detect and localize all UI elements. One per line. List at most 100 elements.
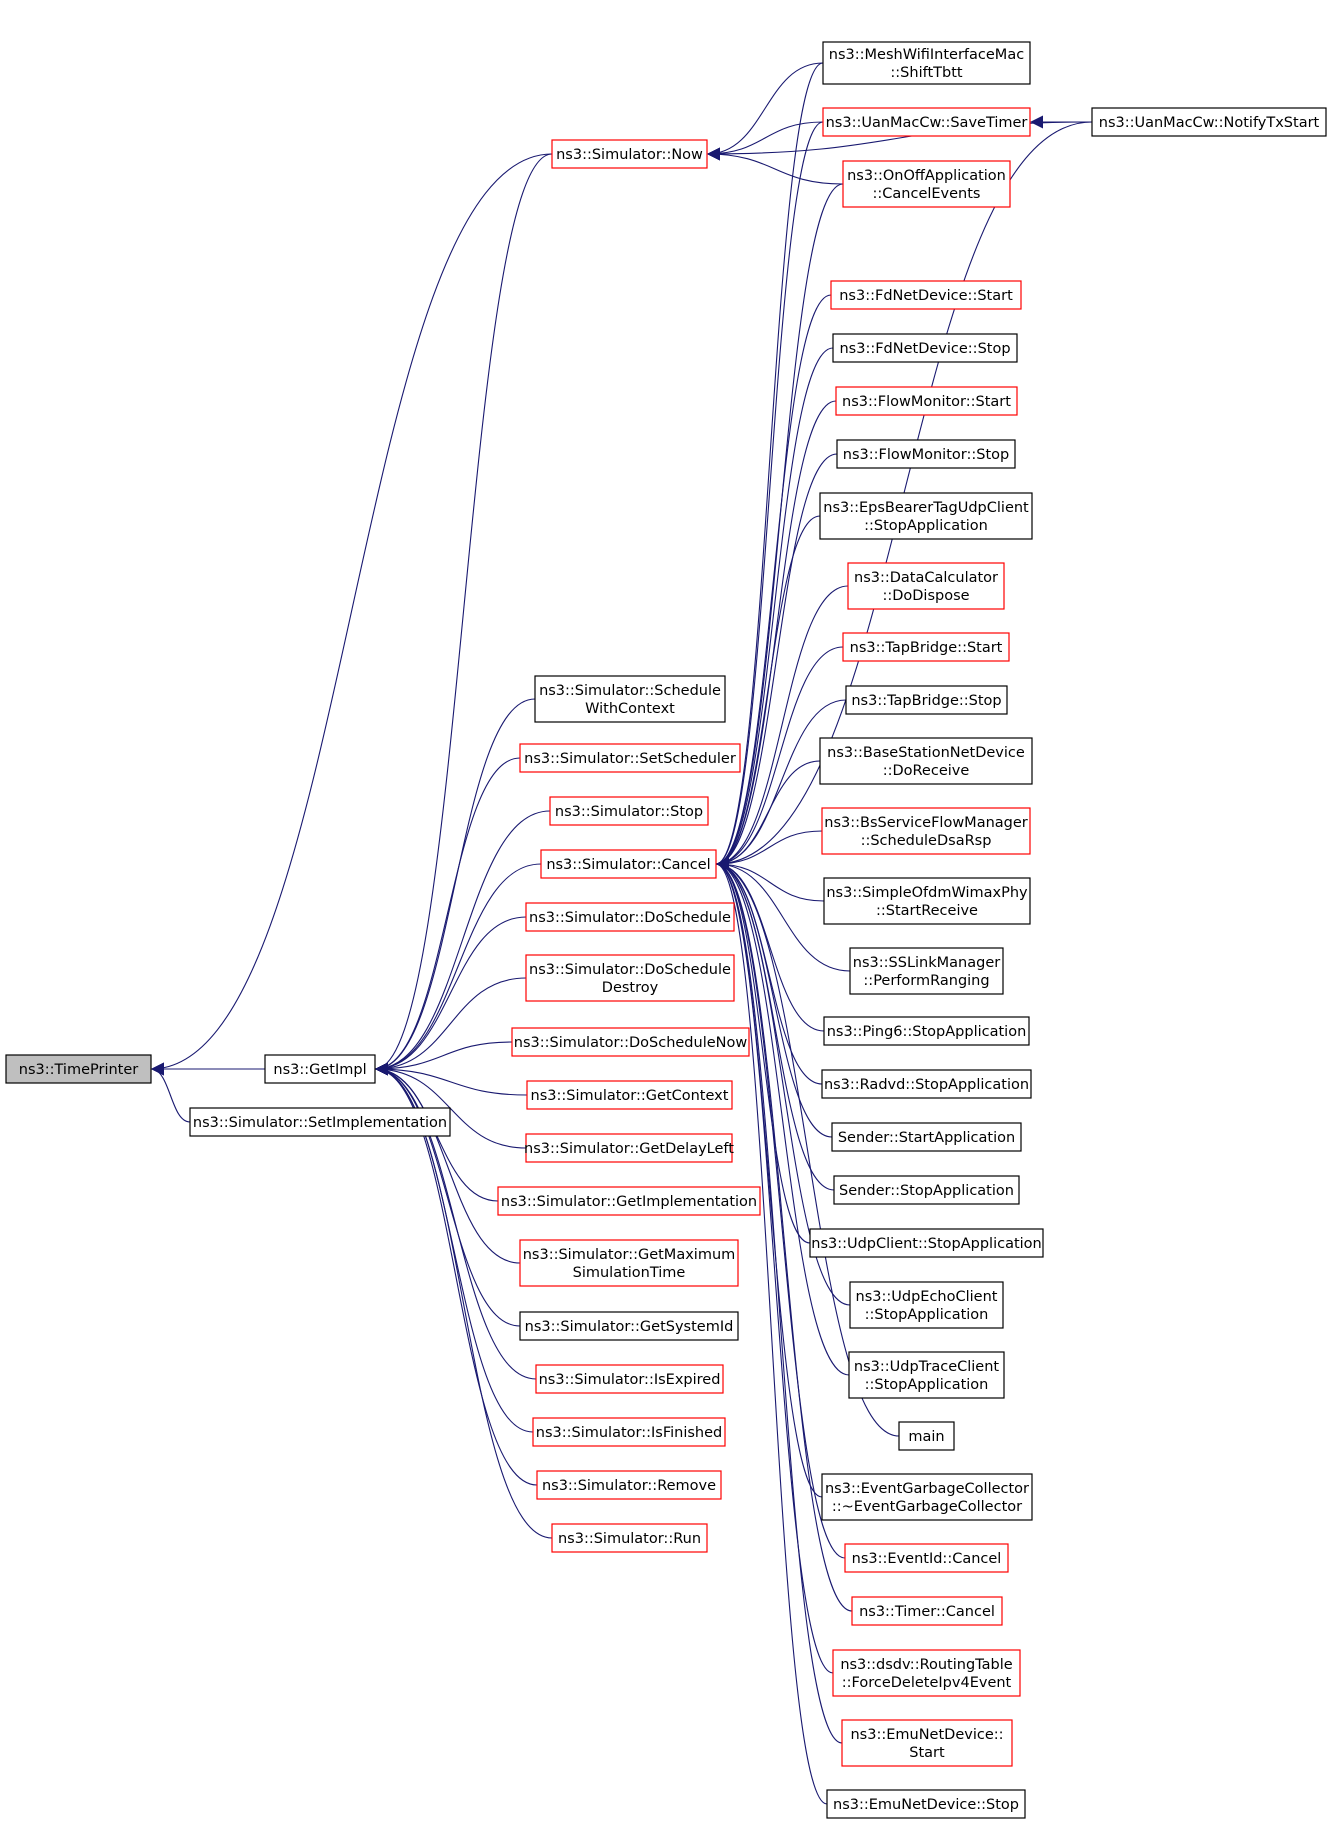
- node-onoffcancel[interactable]: ns3::OnOffApplication::CancelEvents: [842, 160, 1011, 208]
- node-datacalc[interactable]: ns3::DataCalculator::DoDispose: [847, 562, 1005, 610]
- node-basestation[interactable]: ns3::BaseStationNetDevice::DoReceive: [819, 737, 1033, 785]
- node-label: ns3::Simulator::GetMaximum: [523, 1247, 736, 1263]
- node-label: ns3::Simulator::GetContext: [531, 1088, 729, 1104]
- node-label: SimulationTime: [573, 1265, 686, 1281]
- node-udptrace[interactable]: ns3::UdpTraceClient::StopApplication: [848, 1351, 1005, 1399]
- edge-simpleofdm-to-cancel: [715, 857, 825, 902]
- edge-cancel-to-getimpl: [374, 863, 542, 1076]
- node-getdelayleft[interactable]: ns3::Simulator::GetDelayLeft: [524, 1133, 734, 1163]
- node-emustart[interactable]: ns3::EmuNetDevice::Start: [841, 1719, 1013, 1767]
- node-setscheduler[interactable]: ns3::Simulator::SetScheduler: [519, 743, 741, 773]
- node-box: [833, 1175, 1020, 1205]
- node-label: ns3::Simulator::DoSchedule: [529, 910, 731, 926]
- node-getimpl[interactable]: ns3::GetImpl: [264, 1054, 376, 1084]
- node-eventgc[interactable]: ns3::EventGarbageCollector::~EventGarbag…: [821, 1473, 1033, 1521]
- node-box: [526, 1080, 733, 1110]
- edge-remove-to-getimpl: [374, 1062, 538, 1486]
- edge-epsbearer-to-cancel: [715, 515, 821, 871]
- node-simstop[interactable]: ns3::Simulator::Stop: [549, 796, 709, 826]
- node-box: [551, 139, 708, 169]
- node-label: ::~EventGarbageCollector: [832, 1499, 1022, 1515]
- node-getcontext[interactable]: ns3::Simulator::GetContext: [526, 1080, 733, 1110]
- node-eventidcancel[interactable]: ns3::EventId::Cancel: [844, 1543, 1009, 1573]
- node-epsbearer[interactable]: ns3::EpsBearerTagUdpClient::StopApplicat…: [819, 492, 1033, 540]
- node-label: ns3::Simulator::Schedule: [539, 683, 721, 699]
- node-isfinished[interactable]: ns3::Simulator::IsFinished: [532, 1417, 726, 1447]
- node-remove[interactable]: ns3::Simulator::Remove: [536, 1470, 722, 1500]
- node-tapstart[interactable]: ns3::TapBridge::Start: [842, 632, 1010, 662]
- node-label: Start: [909, 1745, 945, 1761]
- node-label: ns3::TapBridge::Start: [850, 640, 1003, 656]
- edge-fdstart-to-cancel: [715, 294, 832, 871]
- node-ping6[interactable]: ns3::Ping6::StopApplication: [823, 1016, 1030, 1046]
- node-bsservice[interactable]: ns3::BsServiceFlowManager::ScheduleDsaRs…: [821, 807, 1031, 855]
- node-label: ns3::UdpClient::StopApplication: [811, 1236, 1042, 1252]
- node-label: ::ShiftTbtt: [890, 65, 962, 81]
- node-main[interactable]: main: [898, 1421, 955, 1451]
- node-label: ns3::Timer::Cancel: [859, 1604, 995, 1620]
- node-tapstop[interactable]: ns3::TapBridge::Stop: [845, 685, 1008, 715]
- node-isexpired[interactable]: ns3::Simulator::IsExpired: [535, 1364, 724, 1394]
- node-box: [832, 333, 1018, 363]
- node-label: ns3::Simulator::DoSchedule: [529, 962, 731, 978]
- node-label: ns3::Simulator::Cancel: [546, 857, 710, 873]
- node-flowstart[interactable]: ns3::FlowMonitor::Start: [835, 386, 1018, 416]
- node-emustop[interactable]: ns3::EmuNetDevice::Stop: [826, 1789, 1026, 1819]
- node-box: [519, 1311, 739, 1341]
- node-sslink[interactable]: ns3::SSLinkManager::PerformRanging: [849, 947, 1004, 995]
- node-udpecho[interactable]: ns3::UdpEchoClient::StopApplication: [849, 1281, 1004, 1329]
- node-timeprinter[interactable]: ns3::TimePrinter: [5, 1054, 152, 1084]
- edge-meshshift-to-now: [706, 62, 824, 161]
- node-label: ns3::FlowMonitor::Stop: [843, 447, 1009, 463]
- node-box: [836, 439, 1016, 469]
- node-simpleofdm[interactable]: ns3::SimpleOfdmWimaxPhy::StartReceive: [823, 877, 1031, 925]
- edge-tapstart-to-cancel: [715, 646, 844, 871]
- node-radvd[interactable]: ns3::Radvd::StopApplication: [821, 1069, 1032, 1099]
- node-timercancel[interactable]: ns3::Timer::Cancel: [851, 1596, 1003, 1626]
- edge-emustop-to-cancel: [715, 857, 828, 1805]
- edge-meshshift-to-cancel: [715, 62, 824, 871]
- node-fdstart[interactable]: ns3::FdNetDevice::Start: [830, 280, 1022, 310]
- node-label: ns3::SimpleOfdmWimaxPhy: [826, 885, 1028, 901]
- edge-run-to-getimpl: [374, 1062, 553, 1539]
- node-meshshift[interactable]: ns3::MeshWifiInterfaceMac::ShiftTbtt: [822, 41, 1031, 85]
- node-flowstop[interactable]: ns3::FlowMonitor::Stop: [836, 439, 1016, 469]
- node-uansave[interactable]: ns3::UanMacCw::SaveTimer: [822, 107, 1031, 137]
- node-box: [525, 1133, 733, 1163]
- node-now[interactable]: ns3::Simulator::Now: [551, 139, 708, 169]
- edge-bsservice-to-cancel: [715, 830, 823, 871]
- node-senderstop[interactable]: Sender::StopApplication: [833, 1175, 1020, 1205]
- node-box: [849, 947, 1004, 995]
- edge-ping6-to-cancel: [715, 857, 825, 1032]
- node-doschednow[interactable]: ns3::Simulator::DoScheduleNow: [511, 1027, 750, 1057]
- node-box: [849, 1281, 1004, 1329]
- node-label: ns3::DataCalculator: [854, 570, 998, 586]
- node-cancel[interactable]: ns3::Simulator::Cancel: [540, 849, 717, 879]
- node-udpclient[interactable]: ns3::UdpClient::StopApplication: [809, 1228, 1044, 1258]
- node-label: ns3::SSLinkManager: [853, 955, 1000, 971]
- node-fdstop[interactable]: ns3::FdNetDevice::Stop: [832, 333, 1018, 363]
- node-getsystemid[interactable]: ns3::Simulator::GetSystemId: [519, 1311, 739, 1341]
- node-label: ns3::BsServiceFlowManager: [824, 815, 1028, 831]
- node-setimpl[interactable]: ns3::Simulator::SetImplementation: [189, 1107, 451, 1137]
- node-doschedule[interactable]: ns3::Simulator::DoSchedule: [525, 902, 735, 932]
- node-label: WithContext: [585, 701, 675, 717]
- node-label: ns3::UanMacCw::SaveTimer: [826, 115, 1028, 131]
- node-box: [845, 685, 1008, 715]
- node-uannotify[interactable]: ns3::UanMacCw::NotifyTxStart: [1091, 107, 1327, 137]
- edge-udptrace-to-cancel: [715, 857, 850, 1376]
- node-label: ns3::Simulator::SetImplementation: [193, 1115, 447, 1131]
- node-dsdv[interactable]: ns3::dsdv::RoutingTable::ForceDeleteIpv4…: [832, 1649, 1021, 1697]
- node-box: [497, 1186, 761, 1216]
- node-getimplementation[interactable]: ns3::Simulator::GetImplementation: [497, 1186, 761, 1216]
- node-box: [823, 1016, 1030, 1046]
- node-label: Sender::StartApplication: [838, 1130, 1015, 1146]
- node-senderstart[interactable]: Sender::StartApplication: [831, 1122, 1022, 1152]
- node-label: ::StartReceive: [876, 903, 978, 919]
- node-box: [264, 1054, 376, 1084]
- node-box: [819, 737, 1033, 785]
- node-run[interactable]: ns3::Simulator::Run: [551, 1523, 708, 1553]
